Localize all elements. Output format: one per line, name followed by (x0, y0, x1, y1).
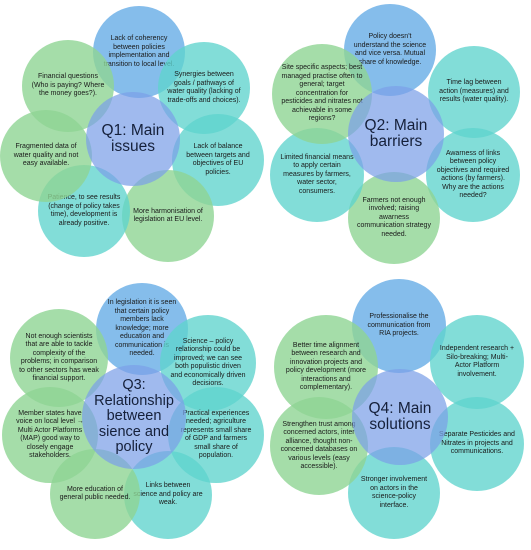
quadrant-q4-main-solutions: Professionalise the communication from R… (266, 275, 531, 550)
quadrant-q3-science-policy: In legislation it is seen that certain p… (0, 275, 265, 550)
q4-item-2: Independent research + Silo-breaking; Mu… (430, 315, 524, 409)
quadrant-q1-main-issues: Lack of coherency between policies imple… (0, 0, 265, 275)
q2-title: Q2: Main barriers (348, 86, 444, 182)
q1-item-7: Financial questions (Who is paying? Wher… (22, 40, 114, 132)
q2-item-4: Farmers not enough involved; raising awa… (348, 172, 440, 264)
q1-title: Q1: Main issues (86, 92, 180, 186)
q3-item-7: Not enough scientists that are able to t… (10, 309, 108, 407)
q4-item-6: Better time alignment between research a… (274, 315, 378, 419)
q4-item-3: Separate Pesticides and Nitrates in proj… (430, 397, 524, 491)
q2-item-2: Time lag between action (measures) and r… (428, 46, 520, 138)
q3-title: Q3: Relationship between sience and poli… (82, 365, 186, 469)
q4-title: Q4: Main solutions (352, 369, 448, 465)
q1-item-3: Lack of balance between targets and obje… (172, 114, 264, 206)
quadrant-q2-main-barriers: Policy doesn't understand the science an… (266, 0, 531, 275)
q2-item-1: Policy doesn't understand the science an… (344, 4, 436, 96)
